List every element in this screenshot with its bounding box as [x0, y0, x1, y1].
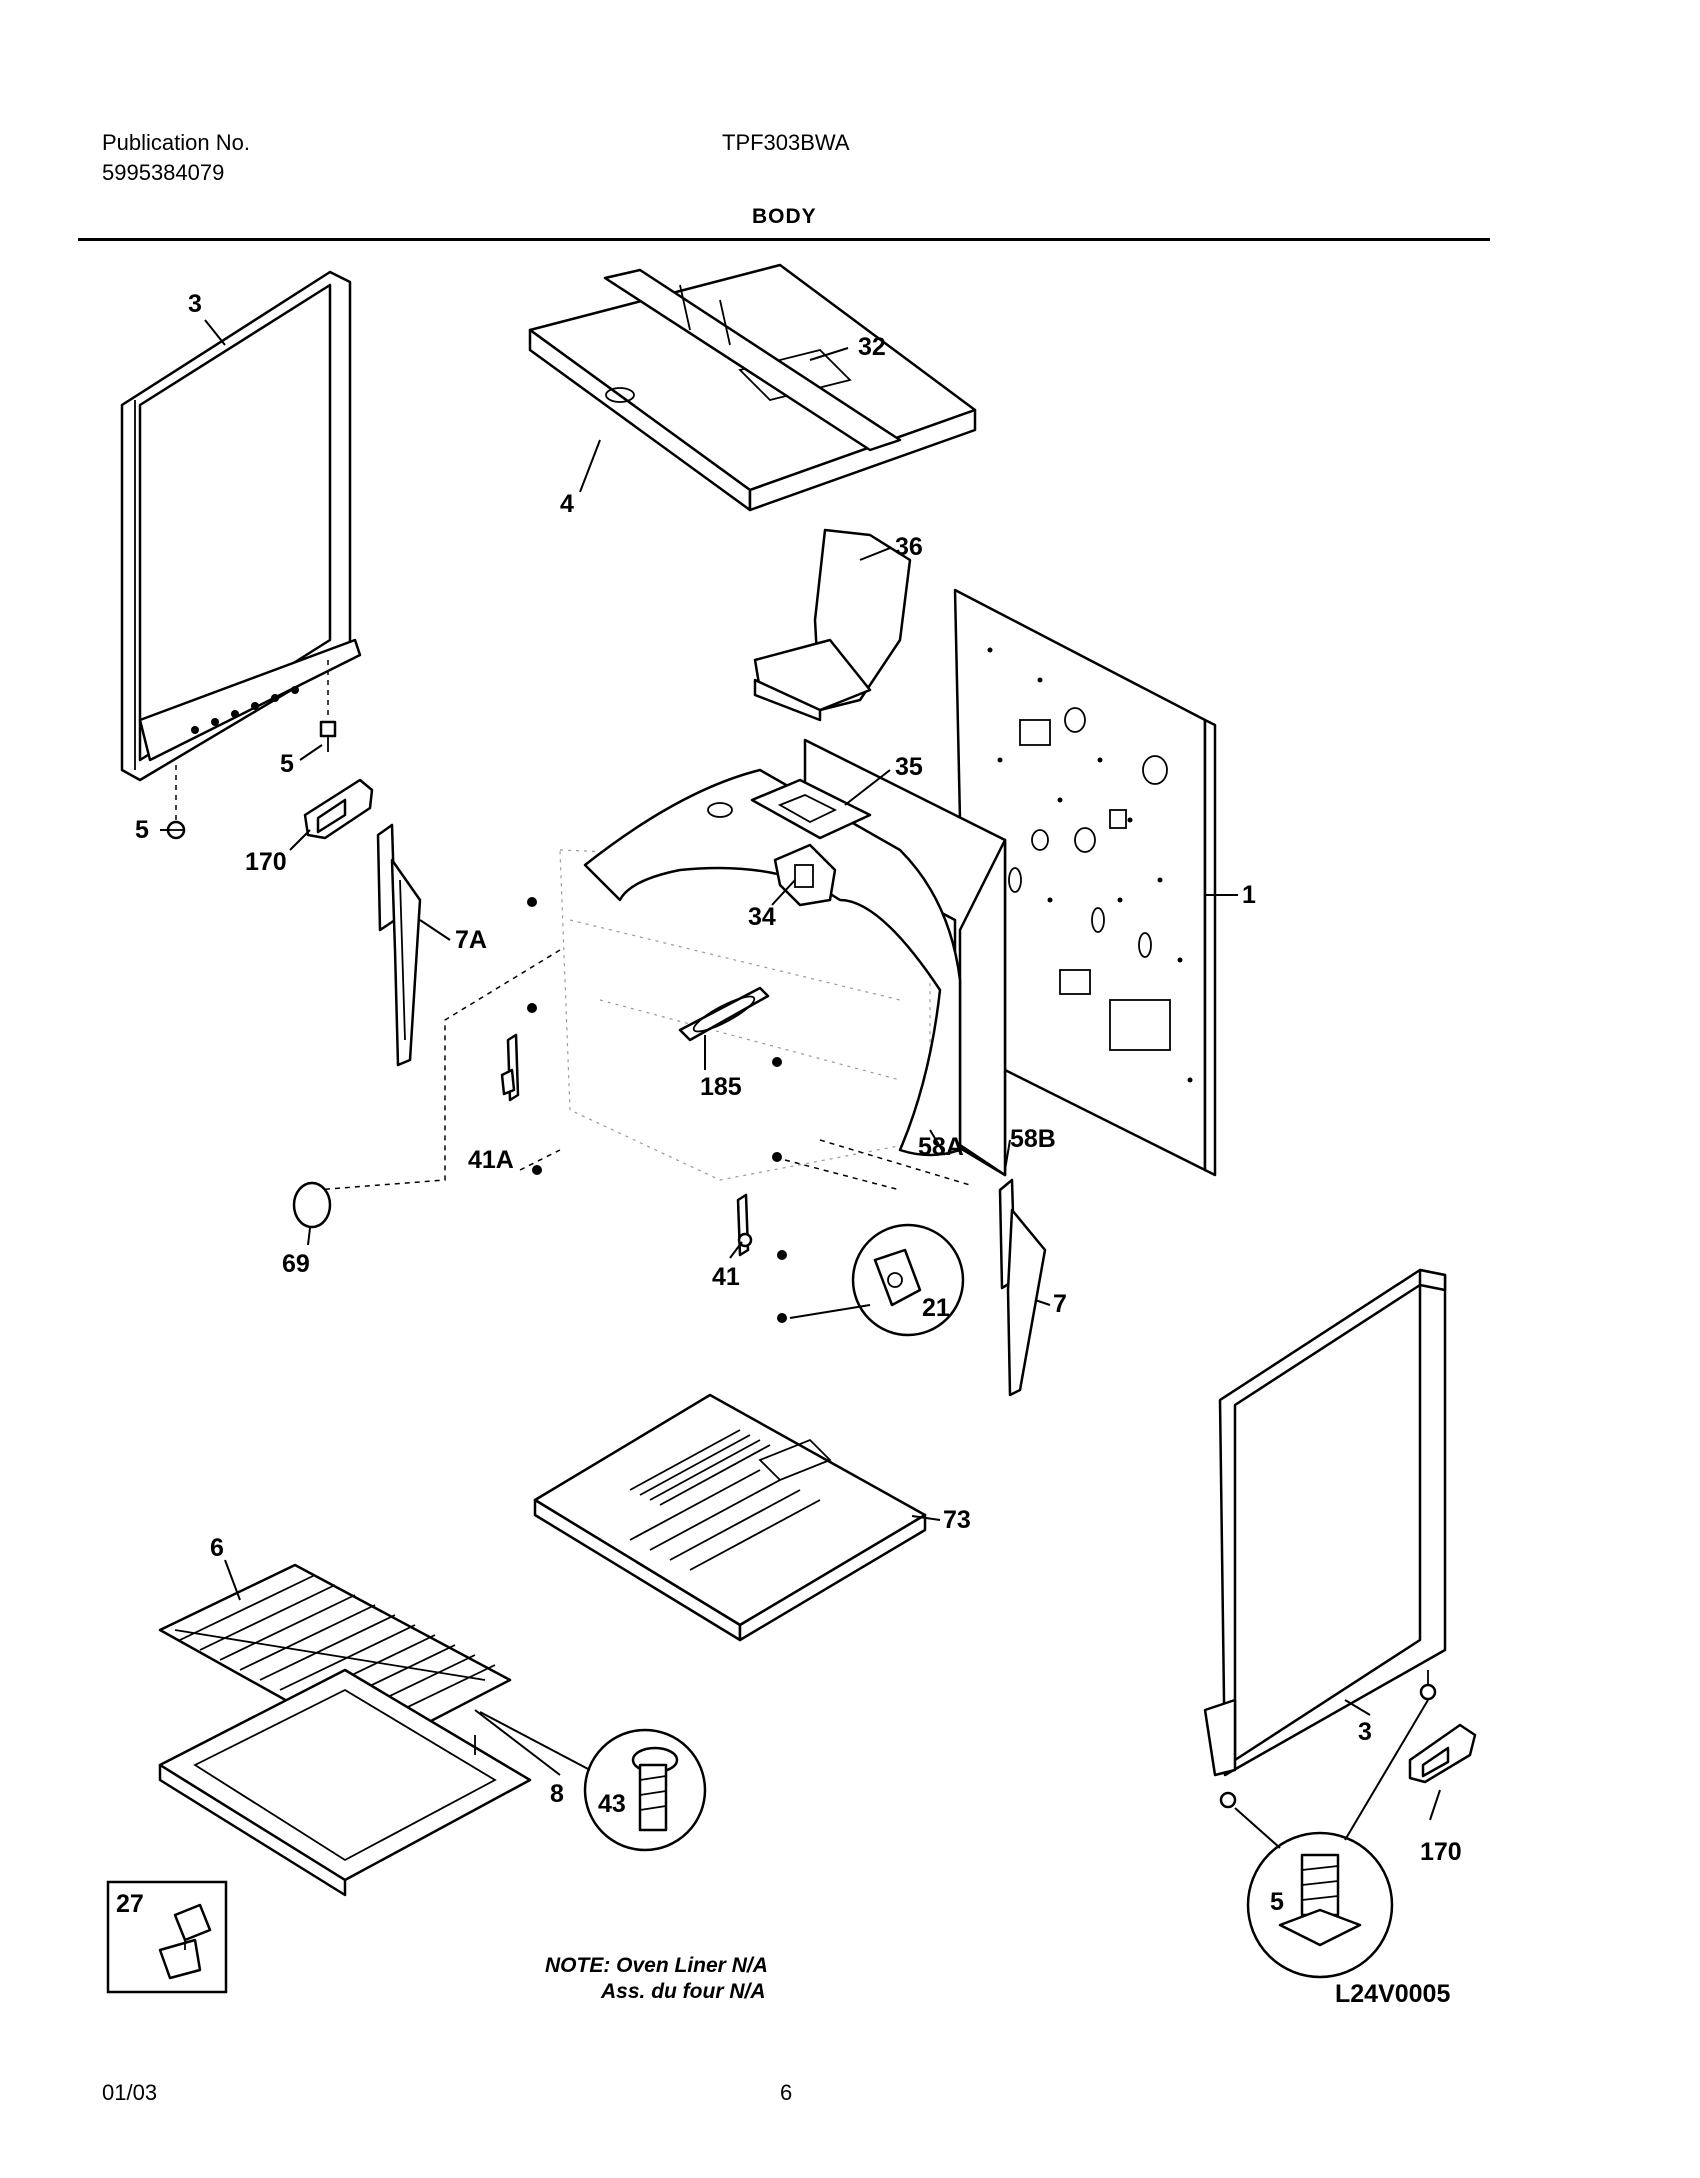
- callout-43: 43: [598, 1790, 626, 1818]
- callout-185: 185: [700, 1073, 742, 1101]
- callout-21: 21: [922, 1294, 950, 1322]
- section-title: BODY: [752, 205, 817, 228]
- oven-bottom-73: [533, 1393, 927, 1642]
- note-oven-liner: NOTE: Oven Liner N/A: [545, 1954, 768, 1977]
- front-frame-58A: [583, 768, 962, 1157]
- clip-41A: [500, 1033, 520, 1102]
- callout-41: 41: [712, 1263, 740, 1291]
- inset-box-27: [106, 1880, 228, 1994]
- callout-32: 32: [858, 333, 886, 361]
- latch-34: [773, 843, 837, 907]
- publication-label: Publication No.: [102, 130, 250, 155]
- side-panel-right: [1203, 1268, 1447, 1777]
- plug-69: [292, 1181, 332, 1229]
- callout-4: 4: [560, 490, 574, 518]
- detail-circle-21: [789, 1223, 965, 1337]
- callout-3-bottom: 3: [1358, 1718, 1372, 1746]
- oven-tray-8: [158, 1668, 561, 1897]
- callout-3-top: 3: [188, 290, 202, 318]
- leveling-bracket-170-left: [303, 778, 374, 840]
- callout-73: 73: [943, 1506, 971, 1534]
- callout-5-detail: 5: [1270, 1888, 1284, 1916]
- rack-support-7: [998, 1178, 1047, 1397]
- oven-rack-6: [158, 1563, 512, 1752]
- callout-170-right: 170: [1420, 1838, 1462, 1866]
- callout-27: 27: [116, 1890, 144, 1918]
- callout-58B: 58B: [1010, 1125, 1056, 1153]
- model-number: TPF303BWA: [722, 130, 850, 155]
- leveling-bracket-170-right: [1408, 1723, 1477, 1784]
- callout-34: 34: [748, 903, 776, 931]
- callout-36: 36: [895, 533, 923, 561]
- back-panel-1: [953, 588, 1217, 1177]
- rack-support-7A: [376, 823, 422, 1067]
- callout-1: 1: [1242, 881, 1256, 909]
- screw-right-a: [1419, 1670, 1437, 1701]
- callout-58A: 58A: [918, 1133, 964, 1161]
- screw-5-upper: [319, 720, 337, 752]
- callout-41A: 41A: [468, 1146, 514, 1174]
- screw-right-b: [1219, 1791, 1237, 1809]
- callout-6: 6: [210, 1534, 224, 1562]
- oven-cavity-outline: [559, 849, 931, 1181]
- detail-circle-5: [1234, 1699, 1429, 1979]
- publication-number: 5995384079: [102, 160, 225, 185]
- footer-date: 01/03: [102, 2080, 158, 2105]
- callout-leaders: [160, 319, 1441, 1821]
- diagram-code: L24V0005: [1335, 1980, 1451, 2008]
- callout-69: 69: [282, 1250, 310, 1278]
- detail-circle-43: [479, 1711, 707, 1852]
- side-panel-left: [120, 270, 362, 820]
- callout-7A: 7A: [455, 926, 487, 954]
- vent-duct-36: [753, 528, 912, 722]
- page-number: 6: [780, 2080, 793, 2105]
- callout-35: 35: [895, 753, 923, 781]
- fastener-dots: [527, 897, 787, 1323]
- screw-5-lower: [166, 820, 186, 840]
- header-rule: [78, 238, 1490, 241]
- callout-8: 8: [550, 1780, 564, 1808]
- callout-5-lower: 5: [135, 816, 149, 844]
- callout-7: 7: [1053, 1290, 1067, 1318]
- part-185: [678, 986, 770, 1042]
- bracket-35: [750, 778, 872, 840]
- clip-41: [736, 1193, 753, 1257]
- callout-labels: 3 32 4 36 5 5 35 1 170 7A 34 185 41A 58A…: [116, 290, 1462, 1918]
- note-oven-liner-fr: Ass. du four N/A: [601, 1980, 766, 2003]
- callout-5-upper: 5: [280, 750, 294, 778]
- top-frame-4: [528, 263, 977, 512]
- callout-170-left: 170: [245, 848, 287, 876]
- top-bracket-32: [603, 268, 902, 452]
